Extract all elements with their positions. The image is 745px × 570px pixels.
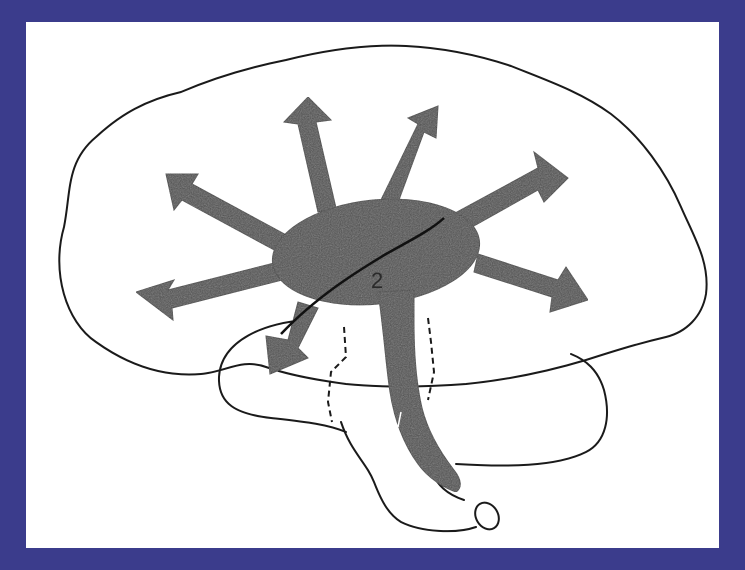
- arrow-upper-right: [378, 106, 438, 208]
- descending-pathway: [378, 290, 460, 492]
- brain-diagram: 2: [26, 22, 719, 548]
- dashed-border-right: [428, 318, 434, 400]
- diagram-canvas: 2: [26, 22, 719, 548]
- dashed-border-left: [328, 327, 346, 422]
- temporal-lobe-outline: [219, 320, 346, 432]
- arrow-upper-left: [284, 97, 336, 212]
- cerebellum-outline: [456, 354, 607, 466]
- arrow-lower-left: [266, 302, 318, 374]
- spinal-cord-end: [470, 498, 503, 533]
- arrow-left-lower: [136, 260, 290, 320]
- figure-label: 2: [371, 268, 383, 293]
- arrow-left-upper: [166, 174, 288, 252]
- arrow-right-lower: [474, 254, 588, 312]
- central-mass: [267, 189, 485, 314]
